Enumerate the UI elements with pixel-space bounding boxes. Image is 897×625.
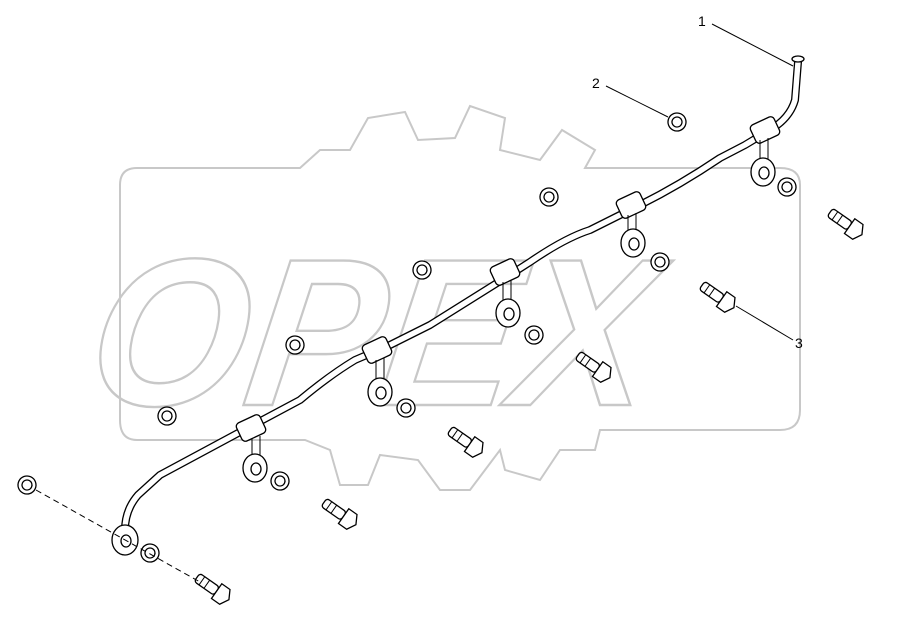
callout-3-label: 3: [795, 335, 803, 351]
banjo-connector: [749, 116, 781, 187]
sealing-washer: [17, 475, 37, 495]
banjo-bolt: [699, 281, 736, 314]
assembly-alignment-line: [35, 489, 201, 583]
banjo-bolt: [575, 351, 612, 384]
sealing-washers: [17, 112, 797, 563]
banjo-bolt: [447, 426, 484, 459]
callout-2-leader: [605, 85, 669, 118]
sealing-washer: [157, 406, 177, 426]
pipe-end-opening: [791, 55, 805, 63]
fuel-injection-pipe: [111, 55, 805, 556]
banjo-connector: [361, 336, 393, 407]
opex-watermark-logo: OPEX: [76, 104, 801, 491]
watermark-text: OPEX: [77, 215, 681, 450]
banjo-bolts: [194, 208, 864, 606]
banjo-bolt: [194, 573, 231, 606]
banjo-bolt: [827, 208, 864, 241]
callout-2-label: 2: [592, 75, 600, 91]
banjo-connector: [615, 191, 647, 258]
sealing-washer: [650, 252, 670, 272]
callout-2: 2: [592, 75, 669, 118]
sealing-washer: [539, 187, 559, 207]
sealing-washer: [777, 177, 797, 197]
sealing-washer: [140, 543, 160, 563]
sealing-washer: [667, 112, 687, 132]
callout-1-label: 1: [698, 13, 706, 29]
callout-1: 1: [698, 13, 794, 67]
sealing-washer: [270, 471, 290, 491]
banjo-bolt: [321, 498, 358, 531]
sealing-washer: [285, 335, 305, 355]
callout-3: 3: [735, 305, 803, 351]
sealing-washer: [396, 398, 416, 418]
callout-3-leader: [735, 305, 794, 341]
banjo-connector: [235, 414, 268, 483]
callout-1-leader: [711, 23, 794, 67]
banjo-connector: [489, 258, 521, 328]
sealing-washer: [412, 260, 432, 280]
sealing-washer: [524, 325, 544, 345]
gear-outline: [119, 104, 801, 491]
